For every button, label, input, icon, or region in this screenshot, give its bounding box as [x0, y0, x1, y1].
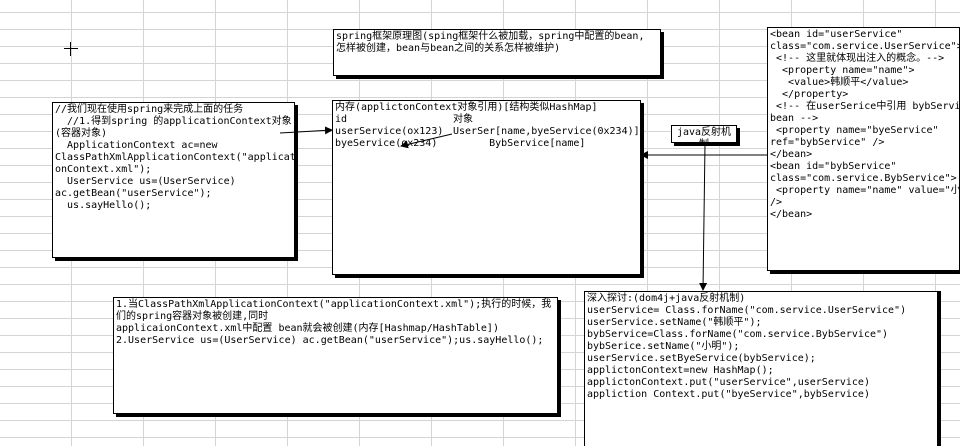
code-line: UserService us=(UserService) — [55, 176, 236, 187]
xml-line: <property name="name"> — [770, 65, 915, 76]
xml-line: ref="bybService" /> — [770, 137, 885, 148]
memory-table: id 对象 userService(ox123) UserSer[name,by… — [335, 114, 640, 150]
xml-line: bean --> — [770, 113, 819, 124]
memory-col-id: id — [335, 114, 348, 125]
code-line: us.sayHello(); — [55, 200, 152, 211]
memory-col-object: 对象 — [453, 114, 473, 125]
explanation-line: 2.UserService us=(UserService) ac.getBea… — [116, 335, 544, 346]
memory-row-object: UserSer[name,byeService(0x234)] — [453, 126, 640, 137]
deep-dive-line: bybService=Class.forName("com.service.By… — [587, 329, 889, 340]
memory-heading: 内存(applictonContext对象引用)[结构类似HashMap] — [335, 102, 598, 113]
cursor-crosshair-icon — [64, 42, 78, 56]
memory-row-object: BybService[name] — [453, 138, 586, 149]
deep-dive-line: userService.setName("韩顺平"); — [587, 317, 762, 328]
xml-line: <property name="name" value="小明" — [770, 185, 960, 196]
deep-dive-box[interactable]: 深入探讨:(dom4j+java反射机制) userService= Class… — [584, 291, 938, 446]
reflection-label: java反射机制 — [676, 127, 732, 142]
deep-dive-line: 深入探讨:(dom4j+java反射机制) — [587, 293, 746, 304]
deep-dive-line: applictonContext.put("userService",userS… — [587, 377, 870, 388]
code-line: //我们现在使用spring来完成上面的任务 — [55, 104, 244, 115]
xml-line: <!-- 这里就体现出注入的概念。--> — [770, 53, 945, 64]
explanation-line: applicaionContext.xml中配置 bean就会被创建(内存[Ha… — [116, 323, 499, 334]
deep-dive-line: bybSerice.setName("小明"); — [587, 341, 740, 352]
memory-row-id: byeService(ox234) — [335, 138, 438, 149]
memory-row-id: userService(ox123) — [335, 126, 444, 137]
xml-config-box[interactable]: <bean id="userService" class="com.servic… — [767, 27, 960, 271]
deep-dive-line: appliction Context.put("byeService",bybS… — [587, 389, 870, 400]
deep-dive-line: userService= Class.forName("com.service.… — [587, 305, 907, 316]
explanation-box[interactable]: 1.当ClassPathXmlApplicationContext("appli… — [113, 297, 558, 414]
arrow-reflection-to-deep — [699, 143, 708, 291]
xml-line: </bean> — [770, 149, 813, 160]
code-line: (容器对象) — [55, 128, 108, 139]
xml-line: <bean id="bybService" — [770, 161, 897, 172]
xml-line: </property> — [770, 89, 849, 100]
memory-box[interactable]: 内存(applictonContext对象引用)[结构类似HashMap] id… — [332, 100, 641, 275]
title-box[interactable]: spring框架原理图(sping框架什么被加载，spring中配置的bean,… — [333, 29, 661, 76]
reflection-box[interactable]: java反射机制 — [671, 125, 737, 143]
xml-line: class="com.service.BybService"> — [770, 173, 957, 184]
code-line: onContext.xml"); — [55, 164, 152, 175]
xml-line: <value>韩顺平</value> — [770, 77, 909, 88]
code-line: ApplicationContext ac=new — [55, 140, 218, 151]
explanation-line: 1.当ClassPathXmlApplicationContext("appli… — [116, 299, 552, 322]
xml-line: /> — [770, 197, 783, 208]
xml-line: </bean> — [770, 209, 813, 220]
title-line: spring框架原理图(sping框架什么被加载，spring中配置的bean, — [336, 31, 645, 42]
xml-line: class="com.service.UserService"> — [770, 41, 960, 52]
deep-dive-line: userService.setByeService(bybService); — [587, 353, 816, 364]
xml-line: <property name="byeService" — [770, 125, 939, 136]
code-line: ac.getBean("userService"); — [55, 188, 212, 199]
xml-line: <!-- 在userSerice中引用 bybService — [770, 101, 960, 112]
code-line: //1.得到spring 的applicationContext对象 — [55, 116, 292, 127]
xml-line: <bean id="userService" — [770, 29, 903, 40]
code-line: ClassPathXmlApplicationContext("applicat… — [55, 152, 295, 163]
title-line: 怎样被创建，bean与bean之间的关系怎样被维护) — [336, 43, 561, 54]
deep-dive-line: applictonContext=new HashMap(); — [587, 365, 774, 376]
usage-code-box[interactable]: //我们现在使用spring来完成上面的任务 //1.得到spring 的app… — [52, 102, 295, 258]
